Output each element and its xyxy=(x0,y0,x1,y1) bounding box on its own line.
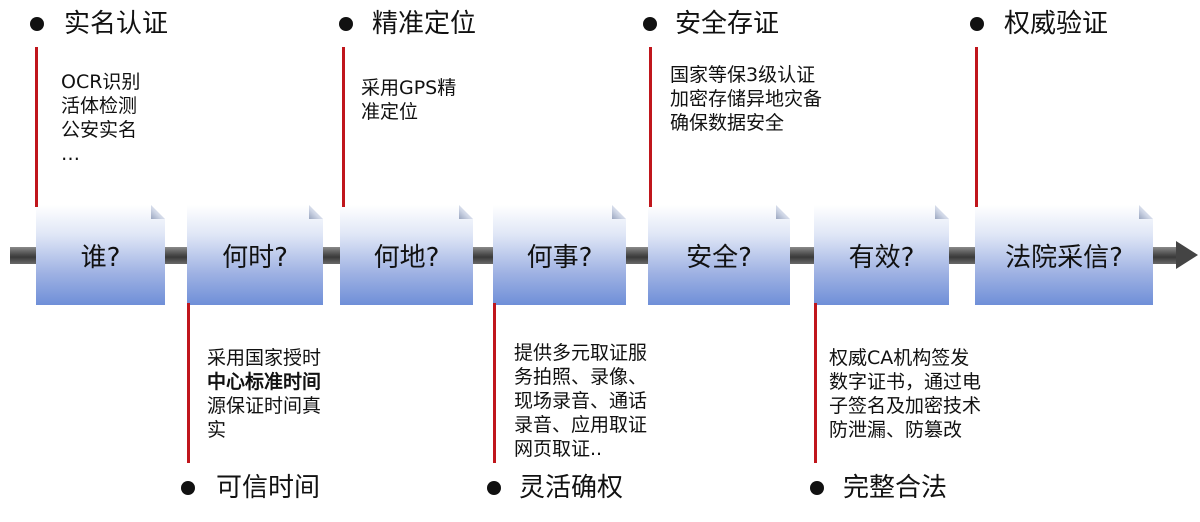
callout-title: 灵活确权 xyxy=(519,473,624,503)
bullet-dot xyxy=(487,481,501,495)
callout-title: 完整合法 xyxy=(843,473,948,503)
stage-label: 何事? xyxy=(526,242,593,273)
connector-line xyxy=(814,303,817,463)
callout-desc: 权威CA机构签发 数字证书，通过电 子签名及加密技术 防泄漏、防篡改 xyxy=(829,347,982,441)
stage-box-court: 法院采信? xyxy=(975,205,1153,305)
stage-box-what: 何事? xyxy=(493,205,626,305)
callout-desc: 国家等保3级认证 加密存储异地灾备 确保数据安全 xyxy=(670,64,823,134)
box-fold xyxy=(1139,205,1153,219)
callout-title: 可信时间 xyxy=(216,473,321,503)
bullet-dot xyxy=(30,17,44,31)
callout-title: 权威验证 xyxy=(1004,9,1109,39)
stage-label: 有效? xyxy=(848,242,915,273)
callout-title: 安全存证 xyxy=(675,9,780,39)
connector-line xyxy=(493,303,496,463)
callout-desc: 提供多元取证服 务拍照、录像、 现场录音、通话 录音、应用取证 网页取证.. xyxy=(514,342,648,460)
box-fold xyxy=(776,205,790,219)
bullet-dot xyxy=(339,17,353,31)
connector-line xyxy=(342,47,345,207)
box-fold xyxy=(612,205,626,219)
callout-desc: OCR识别 活体检测 公安实名 … xyxy=(61,71,141,165)
timeline-arrow-head xyxy=(1176,241,1198,269)
callout-title: 实名认证 xyxy=(64,9,169,39)
box-fold xyxy=(309,205,323,219)
stage-label: 何地? xyxy=(373,242,440,273)
connector-line xyxy=(649,47,652,207)
bullet-dot xyxy=(970,17,984,31)
box-fold xyxy=(935,205,949,219)
box-fold xyxy=(459,205,473,219)
box-fold xyxy=(151,205,165,219)
stage-box-validity: 有效? xyxy=(814,205,949,305)
bullet-dot xyxy=(181,481,195,495)
stage-label: 安全? xyxy=(686,242,752,273)
connector-line xyxy=(35,47,38,207)
connector-line xyxy=(187,303,190,463)
callout-desc: 采用国家授时 中心标准时间 源保证时间真 实 xyxy=(207,347,322,441)
bullet-dot xyxy=(810,481,824,495)
stage-label: 何时? xyxy=(222,242,288,273)
connector-line xyxy=(975,47,978,207)
stage-box-where: 何地? xyxy=(340,205,473,305)
callout-desc: 采用GPS精 准定位 xyxy=(361,77,457,123)
stage-box-when: 何时? xyxy=(187,205,323,305)
callout-title: 精准定位 xyxy=(372,9,477,39)
stage-label: 谁? xyxy=(80,242,121,273)
stage-box-security: 安全? xyxy=(648,205,790,305)
stage-label: 法院采信? xyxy=(1005,242,1123,273)
bullet-dot xyxy=(643,17,657,31)
stage-box-who: 谁? xyxy=(36,205,165,305)
